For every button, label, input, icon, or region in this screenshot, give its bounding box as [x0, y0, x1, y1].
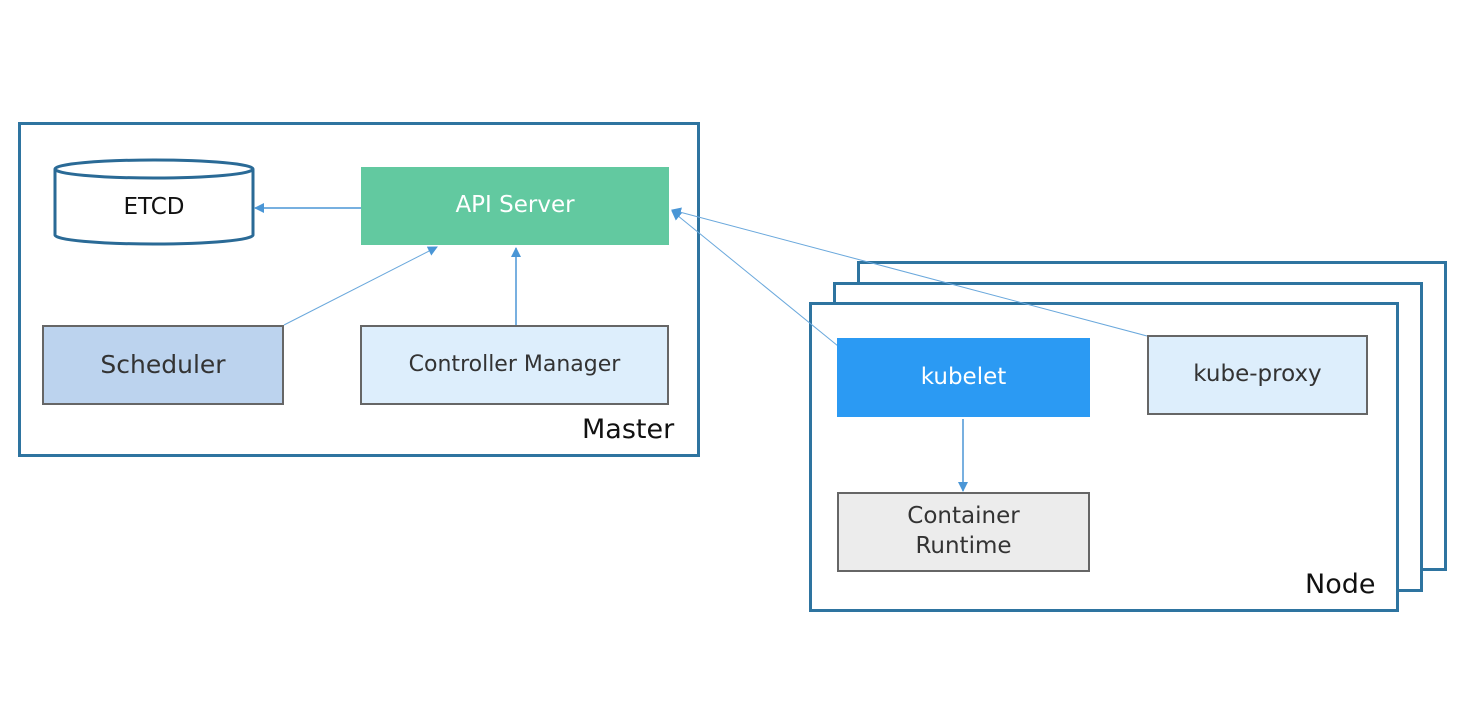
arrow-kubeproxy-to-api [671, 207, 1148, 337]
node-label: Node [1305, 569, 1376, 600]
kube-proxy-box: kube-proxy [1147, 335, 1368, 415]
arrow-scheduler-to-api [283, 246, 438, 326]
arrow-kubelet-to-api [671, 210, 839, 347]
container-runtime-box: Container Runtime [837, 492, 1090, 572]
scheduler-box: Scheduler [42, 325, 284, 405]
kubelet-box: kubelet [837, 338, 1090, 417]
api-server-box: API Server [361, 167, 669, 245]
etcd-cylinder [53, 158, 255, 246]
master-label: Master [582, 414, 675, 445]
container-runtime-line1: Container [907, 503, 1020, 530]
controller-manager-box: Controller Manager [360, 325, 669, 405]
etcd-label: ETCD [123, 194, 185, 221]
container-runtime-line2: Runtime [915, 533, 1012, 559]
